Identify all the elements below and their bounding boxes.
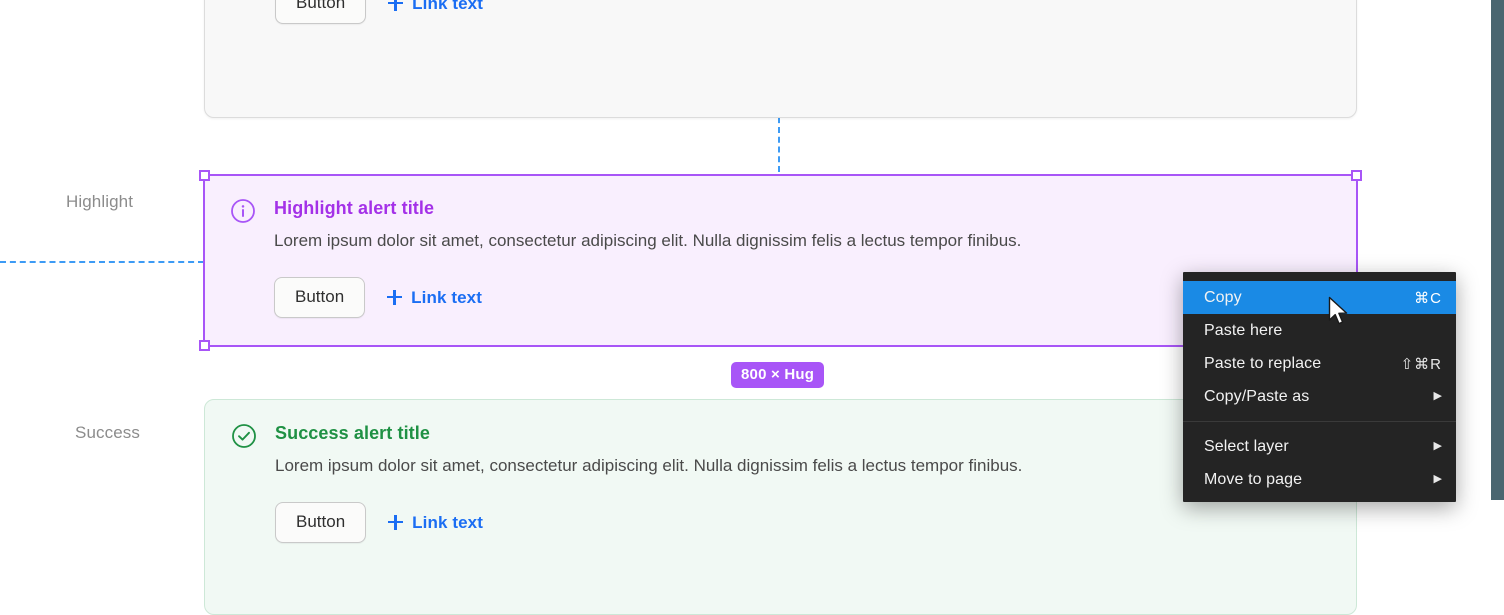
menu-item-label: Copy/Paste as: [1204, 387, 1310, 405]
alert-description-success: Lorem ipsum dolor sit amet, consectetur …: [275, 456, 1023, 475]
plus-icon: [387, 290, 403, 305]
menu-item-paste-replace[interactable]: Paste to replace ⇧⌘R: [1183, 347, 1456, 380]
horizontal-alignment-guide: [0, 261, 204, 263]
menu-item-label: Move to page: [1204, 470, 1303, 488]
menu-item-label: Paste to replace: [1204, 354, 1322, 372]
alert-button-success[interactable]: Button: [275, 502, 367, 543]
alert-title-success: Success alert title: [275, 423, 430, 443]
menu-separator: [1183, 421, 1456, 422]
info-circle-icon: [230, 198, 256, 224]
menu-item-label: Paste here: [1204, 321, 1283, 339]
alert-link-default[interactable]: Link text: [388, 0, 483, 14]
menu-item-select-layer[interactable]: Select layer ▶: [1183, 430, 1456, 463]
alert-card-default[interactable]: Lorem ipsum dolor sit amet, consectetur …: [204, 0, 1357, 118]
selection-size-badge: 800 × Hug: [731, 362, 825, 388]
alert-button-highlight[interactable]: Button: [274, 277, 366, 318]
alert-link-success[interactable]: Link text: [388, 513, 483, 533]
menu-item-paste-here[interactable]: Paste here: [1183, 314, 1456, 347]
check-circle-icon: [231, 423, 257, 449]
alert-title-highlight: Highlight alert title: [274, 198, 435, 218]
menu-item-label: Copy: [1204, 288, 1242, 306]
menu-item-copy-paste-as[interactable]: Copy/Paste as ▶: [1183, 380, 1456, 413]
plus-icon: [388, 515, 404, 530]
plus-icon: [388, 0, 404, 11]
menu-item-shortcut: ⇧⌘R: [1400, 355, 1442, 373]
submenu-arrow-icon: ▶: [1433, 440, 1442, 452]
menu-item-label: Select layer: [1204, 437, 1289, 455]
alert-button-default[interactable]: Button: [275, 0, 367, 24]
alert-link-label-default: Link text: [412, 0, 483, 13]
right-edge-band: [1491, 0, 1504, 500]
row-label-highlight: Highlight: [66, 192, 134, 211]
alert-description-highlight: Lorem ipsum dolor sit amet, consectetur …: [274, 231, 1022, 250]
alert-link-label-success: Link text: [412, 512, 483, 532]
submenu-arrow-icon: ▶: [1433, 390, 1442, 402]
alert-card-highlight[interactable]: Highlight alert title Lorem ipsum dolor …: [204, 175, 1357, 346]
row-label-success: Success: [75, 423, 140, 442]
submenu-arrow-icon: ▶: [1433, 473, 1442, 485]
menu-item-copy[interactable]: Copy ⌘C: [1183, 281, 1456, 314]
alert-link-highlight[interactable]: Link text: [387, 288, 482, 308]
menu-item-move-to-page[interactable]: Move to page ▶: [1183, 463, 1456, 496]
alert-link-label-highlight: Link text: [411, 287, 482, 307]
menu-item-shortcut: ⌘C: [1414, 289, 1442, 307]
